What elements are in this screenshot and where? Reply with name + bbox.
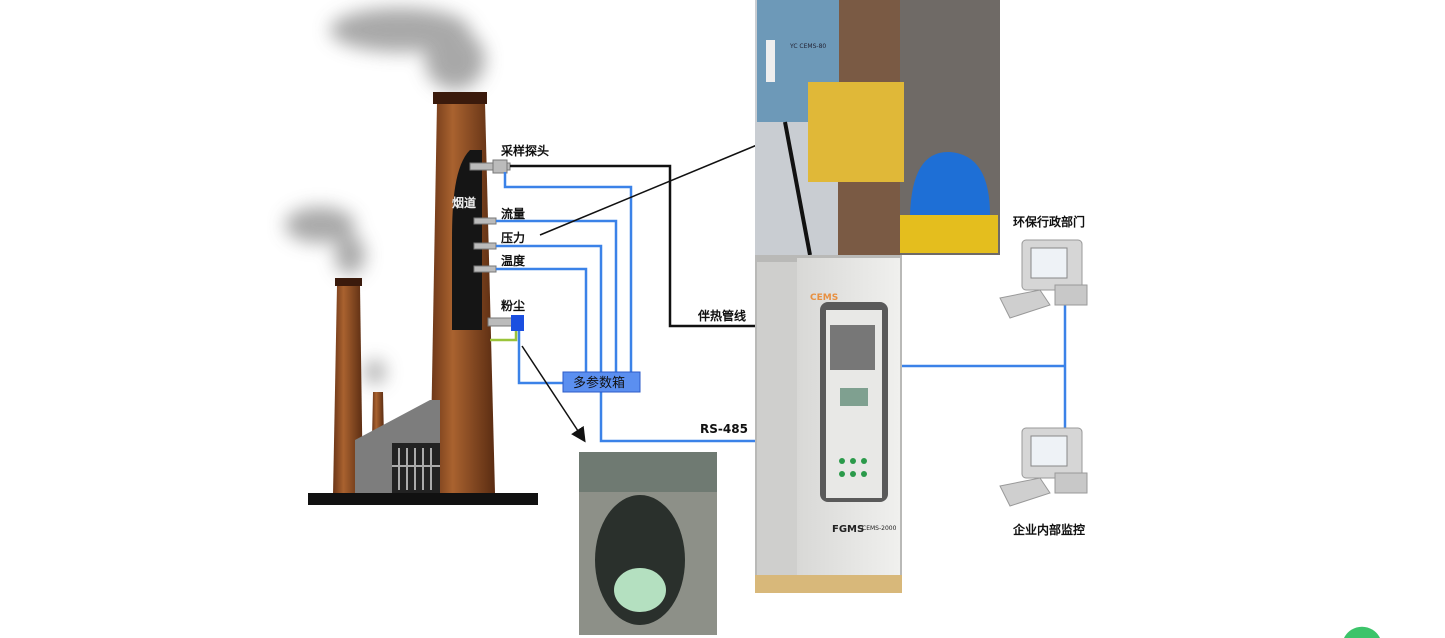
photo-dust-meter bbox=[579, 452, 717, 635]
hard-hat bbox=[910, 151, 990, 215]
flow-label: 流量 bbox=[501, 206, 525, 221]
main-chimney: 烟道 bbox=[430, 92, 495, 493]
floating-action-button[interactable] bbox=[1344, 626, 1380, 638]
env-admin-label: 环保行政部门 bbox=[1013, 214, 1085, 229]
photo-analyzer-on-stack: YC CEMS-80 bbox=[755, 0, 1000, 256]
smoke bbox=[285, 8, 485, 384]
cabinet-brand: FGMS bbox=[832, 524, 864, 535]
factory-building bbox=[308, 400, 538, 505]
cabinet-model: CEMS-2000 bbox=[862, 525, 897, 532]
dust-label: 粉尘 bbox=[501, 298, 525, 313]
dust-sensor bbox=[511, 315, 524, 331]
cabinet-logo: CEMS bbox=[810, 293, 838, 303]
signal-lines bbox=[496, 172, 1067, 443]
pressure-label: 压力 bbox=[501, 230, 525, 245]
heat-trace-line bbox=[510, 164, 757, 328]
dust-cable bbox=[490, 331, 518, 342]
rs485-label: RS-485 bbox=[700, 422, 748, 436]
sampling-probe-label: 采样探头 bbox=[500, 143, 549, 158]
multi-param-box bbox=[562, 371, 641, 393]
temperature-label: 温度 bbox=[501, 253, 526, 268]
flue-label: 烟道 bbox=[452, 195, 476, 210]
pointer-arrow-dust bbox=[521, 345, 586, 443]
multi-param-box-label: 多参数箱 bbox=[573, 375, 625, 391]
computer-env-admin-icon bbox=[999, 239, 1088, 319]
heat-trace-label: 伴热管线 bbox=[697, 308, 746, 323]
internal-monitor-label: 企业内部监控 bbox=[1012, 522, 1085, 537]
pointer-line-probe bbox=[539, 144, 758, 236]
photo-cems-cabinet: CEMS FGMS CEMS-2000 bbox=[755, 255, 902, 593]
analyzer-model-text: YC CEMS-80 bbox=[789, 43, 826, 50]
computer-internal-monitor-icon bbox=[999, 427, 1088, 507]
